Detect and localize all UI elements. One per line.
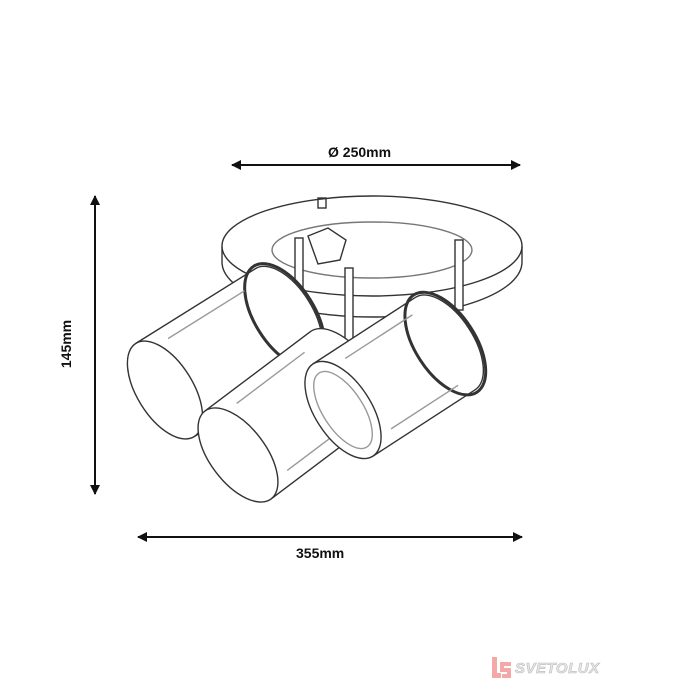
- diameter-label: Ø 250mm: [328, 144, 392, 160]
- logo-text: SVETOLUX: [515, 659, 600, 677]
- mounting-rods: [294, 227, 464, 359]
- logo-mark-icon: [492, 657, 511, 678]
- svetolux-logo: SVETOLUX: [490, 656, 600, 680]
- height-label: 145mm: [58, 319, 75, 369]
- spotlight-right: [304, 290, 488, 460]
- spotlight-left: [126, 262, 326, 440]
- width-label: 355mm: [296, 545, 345, 561]
